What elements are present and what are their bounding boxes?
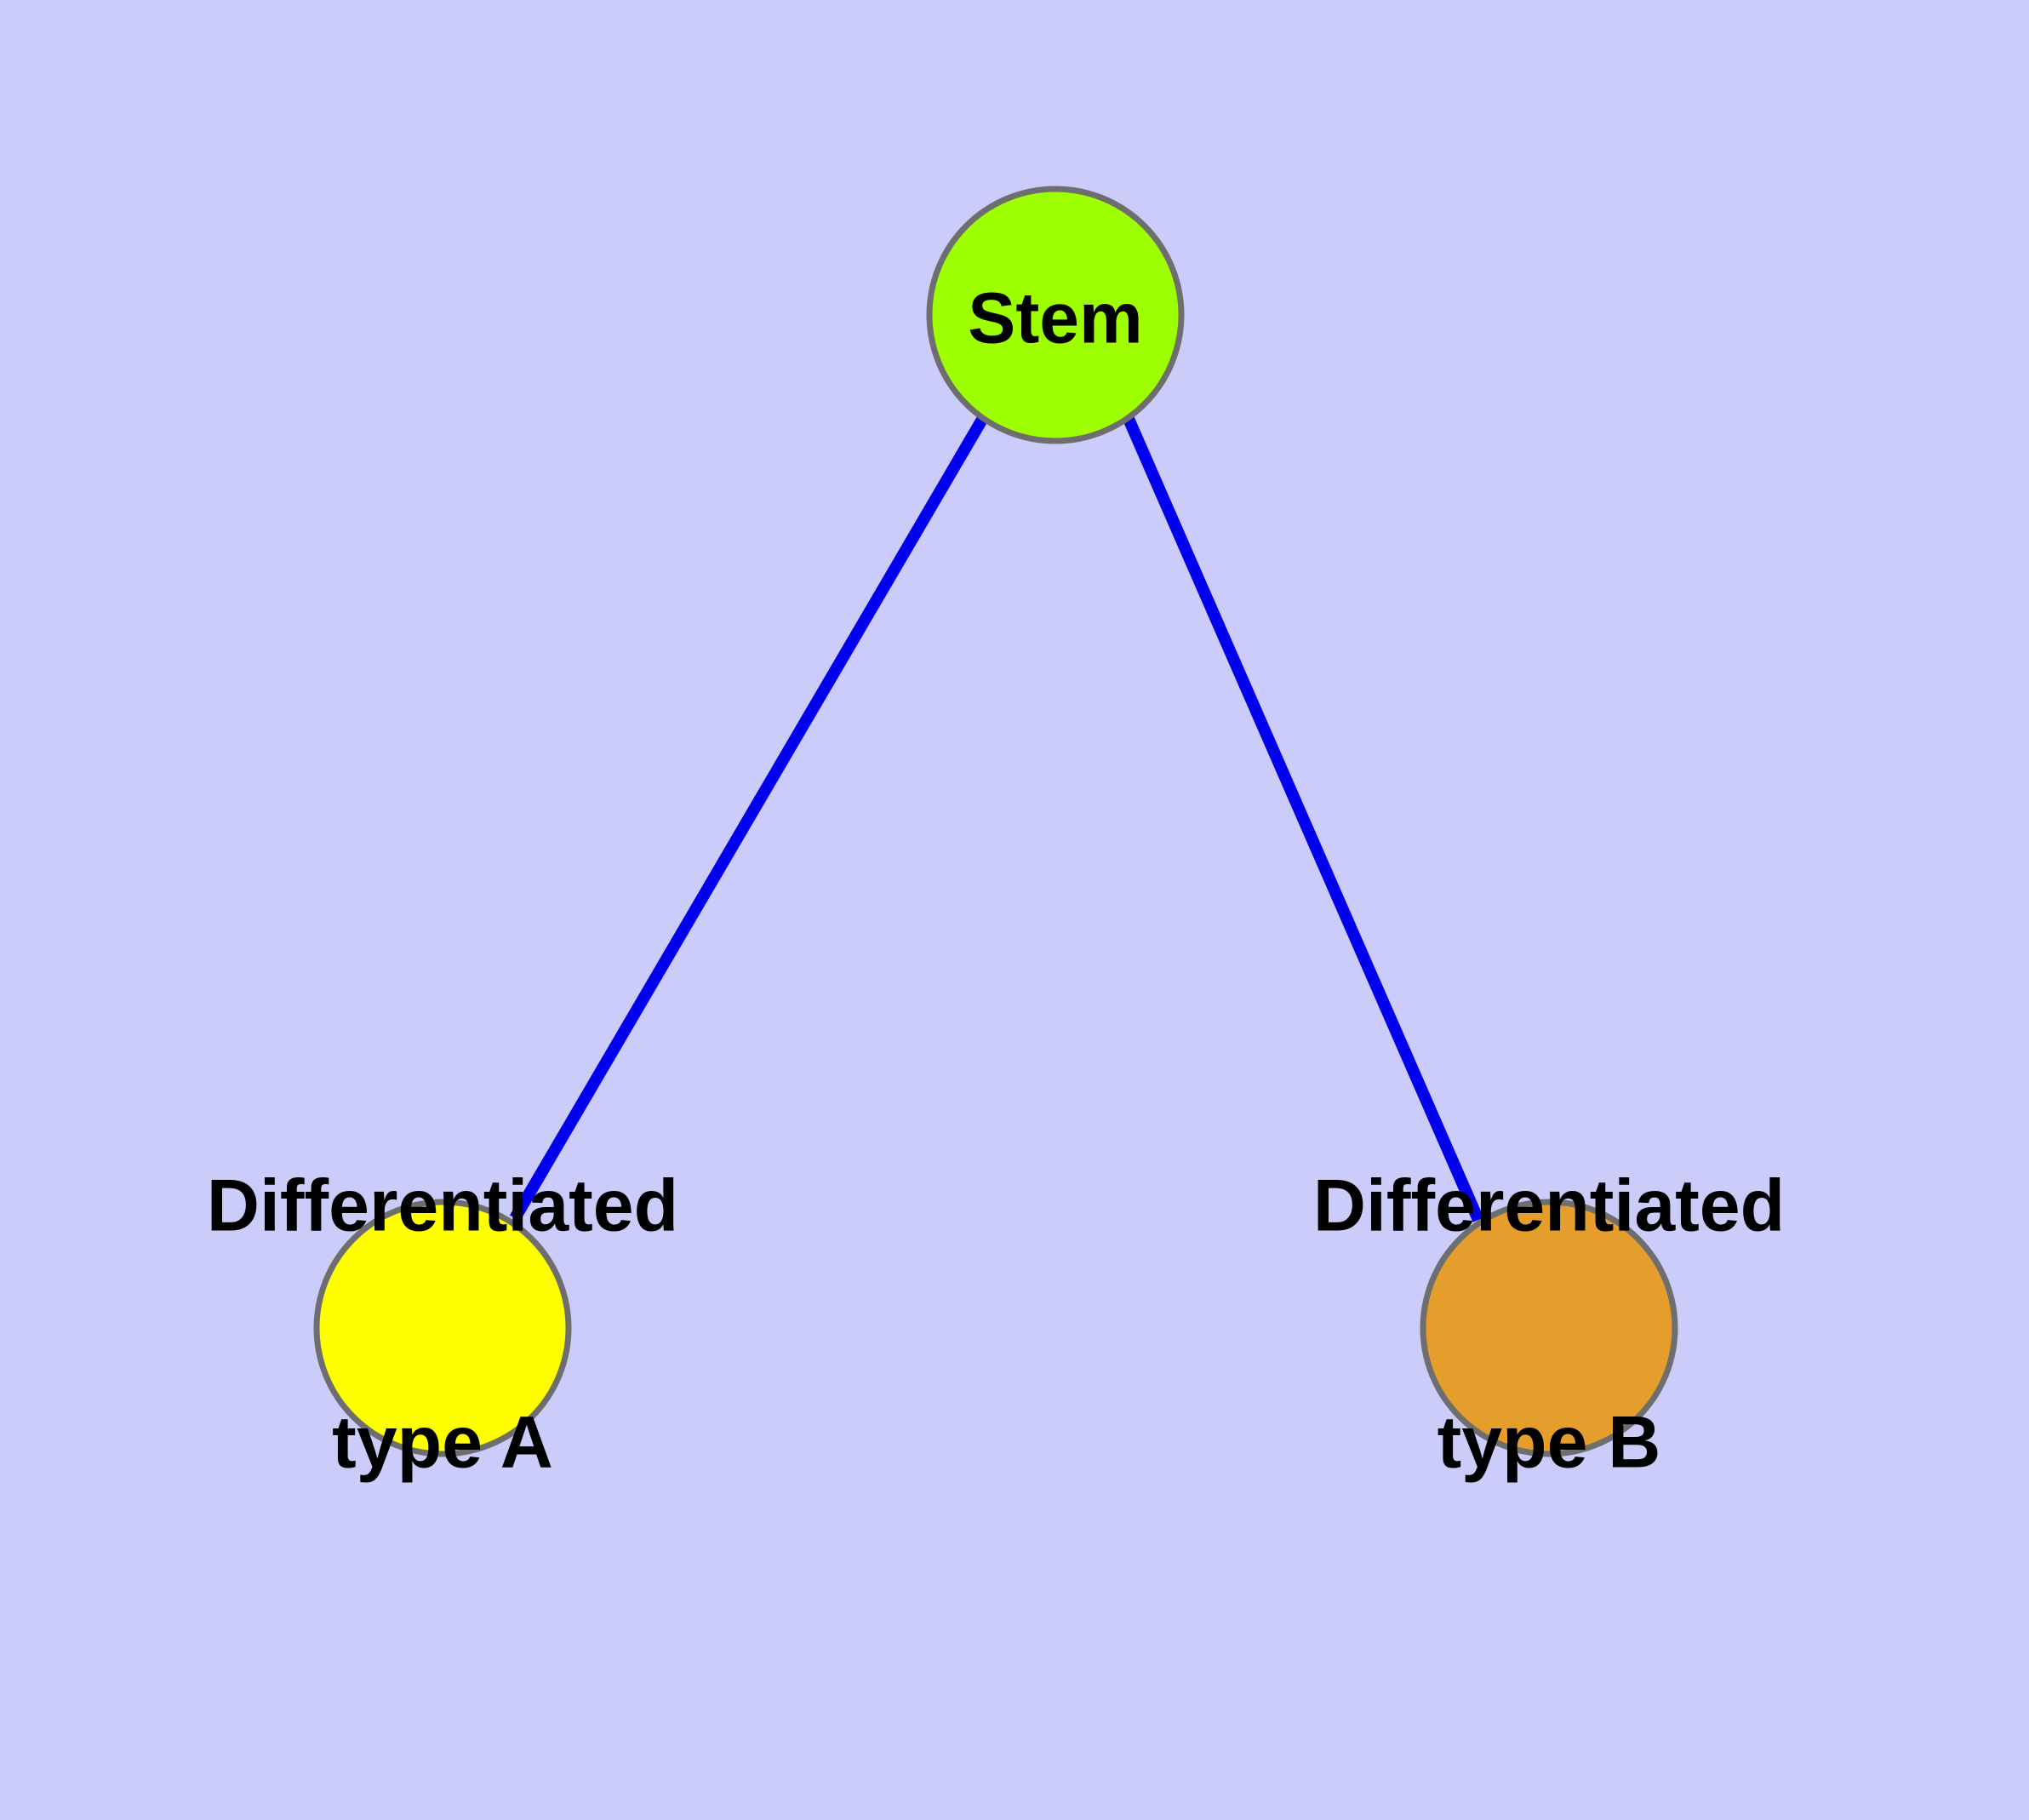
node-stem-circle[interactable] [926, 186, 1185, 444]
node-type-a-circle[interactable] [313, 1199, 572, 1457]
edge-layer [509, 415, 1484, 1222]
edge-stem-to-type-a[interactable] [509, 415, 989, 1222]
node-type-b-circle[interactable] [1420, 1199, 1678, 1457]
edge-stem-to-type-b[interactable] [1123, 416, 1484, 1222]
node-layer [313, 186, 1678, 1457]
